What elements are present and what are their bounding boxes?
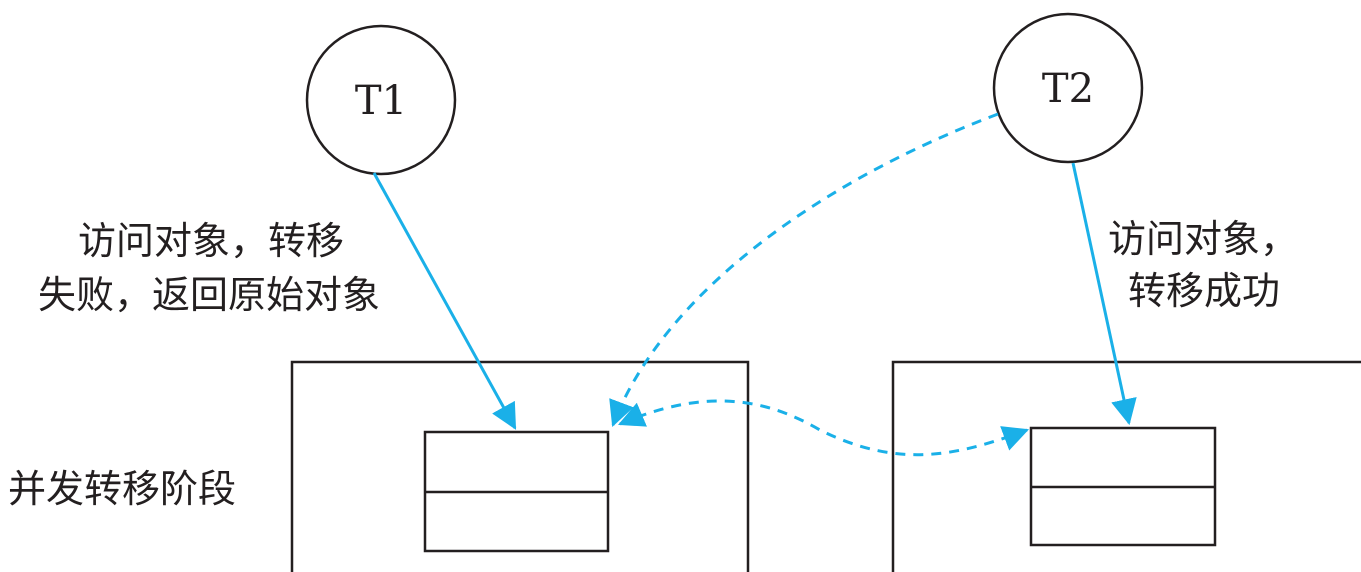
phase-label: 并发转移阶段 [8,467,237,511]
thread-node-t1-circle [305,24,457,176]
old-table-box [290,360,750,572]
t2-to-old-object-dashed-arrow [609,112,999,428]
t1-result-line2: 失败，返回原始对象 [38,273,381,317]
thread-node-t1-label: T1 [355,78,407,124]
thread-node-t2-label: T2 [1042,66,1094,112]
t2-result-line2: 转移成功 [1128,269,1281,313]
thread-node-t2: T2 [992,12,1144,164]
t1-result-line1: 访问对象，转移 [78,219,345,263]
t1-access-arrow [372,172,517,430]
old-object-cell [423,430,610,553]
thread-node-t1: T1 [305,24,457,176]
new-object-cell [1029,426,1217,547]
object-migration-dashed-arrow [618,399,1030,457]
thread-node-t2-circle [992,12,1144,164]
t2-result-line1: 访问对象， [1108,217,1299,261]
t2-access-arrow [1071,162,1137,426]
new-table-box [891,360,1361,572]
